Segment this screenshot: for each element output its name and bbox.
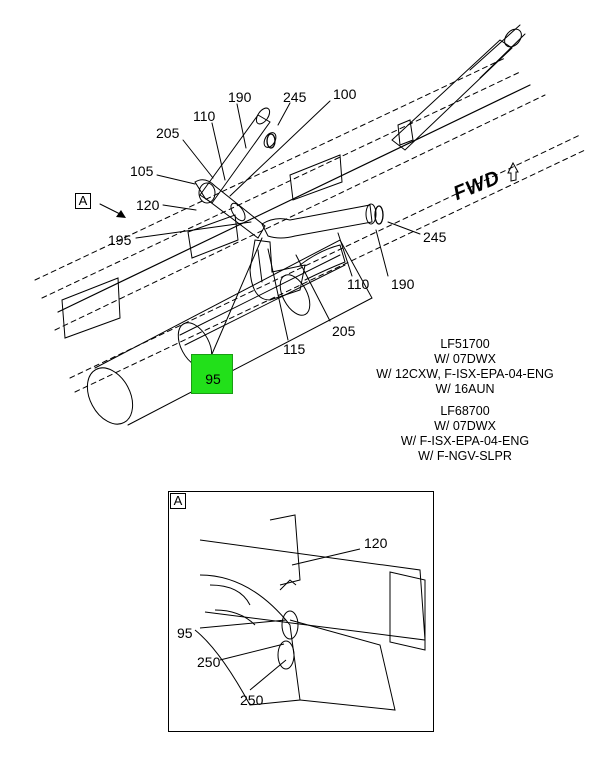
callout-190-top: 190 (228, 89, 252, 105)
callout-245-top: 245 (283, 89, 307, 105)
note-2-line-2: W/ 07DWX (434, 419, 496, 433)
note-1-line-2: W/ 07DWX (434, 352, 496, 366)
callout-95-detail: 95 (177, 625, 193, 641)
highlighted-callout-95[interactable]: 95 (191, 354, 233, 394)
note-block-1: LF51700 W/ 07DWX W/ 12CXW, F-ISX-EPA-04-… (360, 337, 570, 397)
note-1-line-1: LF51700 (440, 337, 490, 351)
note-2-line-3: W/ F-ISX-EPA-04-ENG (400, 434, 530, 448)
detail-view-a: A (168, 491, 434, 732)
callout-245-right: 245 (423, 229, 447, 245)
callout-110-right: 110 (347, 276, 370, 292)
note-1-line-3: W/ 12CXW, F-ISX-EPA-04-ENG (376, 367, 554, 381)
note-block-2: LF68700 W/ 07DWX W/ F-ISX-EPA-04-ENG W/ … (380, 404, 550, 464)
callout-250-a: 250 (197, 654, 221, 670)
callout-95-label: 95 (205, 371, 221, 387)
view-tag-a-detail: A (170, 493, 186, 509)
callout-250-b: 250 (240, 692, 264, 708)
callout-110-top: 110 (193, 108, 216, 124)
frame-rail-lines (34, 57, 586, 393)
detail-view-drawing (194, 514, 426, 711)
callout-120-detail: 120 (364, 535, 388, 551)
callout-105: 105 (130, 163, 154, 179)
note-1-line-4: W/ 16AUN (435, 382, 495, 396)
callout-205-bottom: 205 (332, 323, 356, 339)
note-2-line-1: LF68700 (440, 404, 490, 418)
callout-100: 100 (333, 86, 357, 102)
view-tag-a-main: A (75, 193, 91, 209)
callout-115: 115 (283, 341, 306, 357)
callout-120: 120 (136, 197, 160, 213)
callout-195: 195 (108, 232, 132, 248)
note-2-line-4: W/ F-NGV-SLPR (418, 449, 512, 463)
callout-205-top: 205 (156, 125, 180, 141)
callout-190-right: 190 (391, 276, 415, 292)
